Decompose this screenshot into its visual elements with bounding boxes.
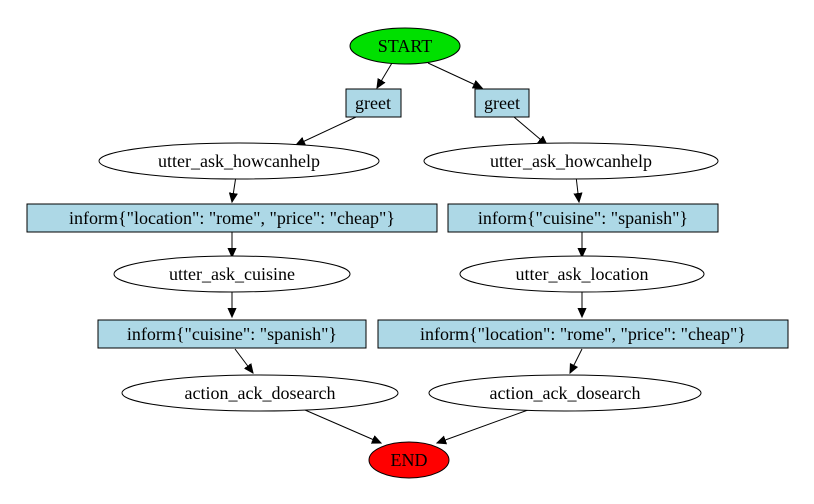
right-greet-box [474,88,530,118]
left-greet-box [345,88,402,118]
right-utter-location-label: utter_ask_location [516,264,649,284]
left-utter-howcanhelp-label: utter_ask_howcanhelp [158,151,320,171]
right-utter-howcanhelp-label: utter_ask_howcanhelp [490,151,652,171]
right-inform-location-price-node: inform{"location": "rome", "price": "che… [377,319,789,349]
left-inform-cuisine-node: inform{"cuisine": "spanish"} [97,319,367,349]
end-node: END [368,441,450,479]
edge-start-to-right-greet [427,62,482,88]
left-utter-cuisine-label: utter_ask_cuisine [169,264,295,284]
left-inform-location-price-box [26,203,438,233]
left-utter-cuisine-shape [113,255,351,293]
left-action-dosearch-label: action_ack_dosearch [185,383,336,403]
left-inform-cuisine-label: inform{"cuisine": "spanish"} [127,324,337,344]
right-inform-location-price-label: inform{"location": "rome", "price": "che… [420,324,746,344]
edge-right-utter-to-inform [576,175,579,202]
edge-left-greet-to-utter [296,116,357,145]
end-node-label: END [391,450,428,470]
left-inform-cuisine-box [97,319,367,349]
right-utter-howcanhelp-node: utter_ask_howcanhelp [423,142,719,180]
left-action-dosearch-shape [121,374,399,412]
right-utter-location-shape [459,255,705,293]
edge-right-action-to-end [437,409,529,443]
right-action-dosearch-node: action_ack_dosearch [428,374,702,412]
left-greet-node: greet [345,88,402,118]
edge-left-utter-to-inform [232,175,236,202]
edge-right-inform-to-action [570,348,583,373]
left-greet-label: greet [355,93,391,113]
left-inform-location-price-node: inform{"location": "rome", "price": "che… [26,203,438,233]
left-utter-howcanhelp-node: utter_ask_howcanhelp [98,142,380,180]
start-node: START [349,27,461,65]
right-action-dosearch-label: action_ack_dosearch [490,383,641,403]
left-utter-howcanhelp-shape [98,142,380,180]
edges [232,62,583,443]
left-inform-location-price-label: inform{"location": "rome", "price": "che… [69,208,395,228]
right-inform-location-price-box [377,319,789,349]
right-utter-location-node: utter_ask_location [459,255,705,293]
right-action-dosearch-shape [428,374,702,412]
right-greet-node: greet [474,88,530,118]
end-node-shape [368,441,450,479]
right-greet-label: greet [484,93,520,113]
start-node-label: START [378,36,432,56]
left-utter-cuisine-node: utter_ask_cuisine [113,255,351,293]
right-utter-howcanhelp-shape [423,142,719,180]
edge-left-action-to-end [304,409,381,443]
right-inform-cuisine-box [447,203,719,233]
edge-left-inform-to-action [234,348,253,373]
edge-right-greet-to-utter [513,116,547,145]
left-action-dosearch-node: action_ack_dosearch [121,374,399,412]
edge-start-to-left-greet [377,62,393,88]
start-node-shape [349,27,461,65]
right-inform-cuisine-node: inform{"cuisine": "spanish"} [447,203,719,233]
right-inform-cuisine-label: inform{"cuisine": "spanish"} [478,208,688,228]
